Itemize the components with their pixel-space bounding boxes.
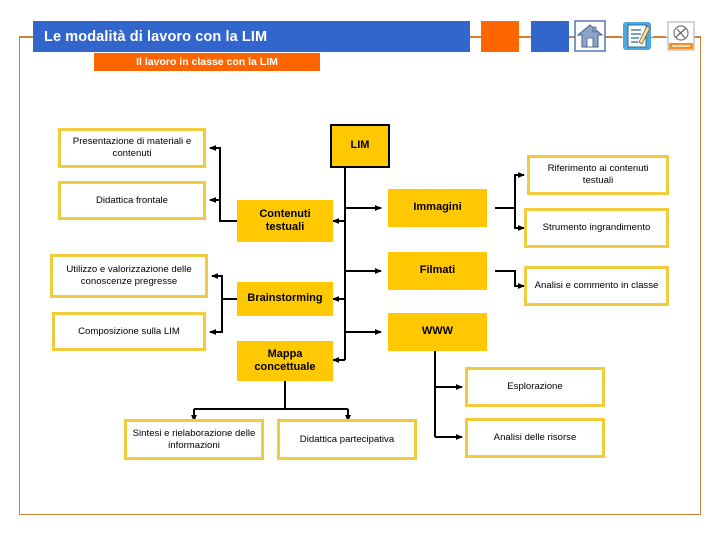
slide-title-bar: Le modalità di lavoro con la LIM [33, 21, 470, 52]
node-contenuti-testuali[interactable]: Contenuti testuali [237, 200, 333, 242]
node-didattica-partecipativa[interactable]: Didattica partecipativa [277, 419, 417, 460]
node-label: Sintesi e rielaborazione delle informazi… [132, 427, 256, 451]
node-mappa-concettuale[interactable]: Mappa concettuale [237, 341, 333, 381]
node-brainstorming[interactable]: Brainstorming [237, 282, 333, 316]
node-utilizzo-conoscenze-pregresse[interactable]: Utilizzo e valorizzazione delle conoscen… [50, 254, 208, 298]
node-label: Didattica partecipativa [299, 433, 395, 445]
node-label: Strumento ingrandimento [542, 222, 651, 234]
node-strumento-ingrandimento[interactable]: Strumento ingrandimento [524, 208, 669, 248]
slide-subtitle-bar: Il lavoro in classe con la LIM [94, 53, 320, 71]
orange-swatch [481, 21, 519, 52]
node-esplorazione[interactable]: Esplorazione [465, 367, 605, 407]
node-composizione-lim[interactable]: Composizione sulla LIM [52, 312, 206, 351]
node-lim[interactable]: LIM [330, 124, 390, 168]
header-connector-right [695, 36, 701, 37]
node-sintesi-rielaborazione[interactable]: Sintesi e rielaborazione delle informazi… [124, 419, 264, 460]
header-connector-4 [606, 36, 622, 37]
node-label: WWW [421, 325, 454, 338]
node-label: Brainstorming [247, 292, 323, 305]
node-label: Analisi delle risorse [493, 432, 577, 444]
node-label: LIM [350, 139, 370, 152]
header-connector-5 [653, 36, 666, 37]
page-subtitle: Il lavoro in classe con la LIM [136, 56, 278, 68]
node-analisi-risorse[interactable]: Analisi delle risorse [465, 418, 605, 458]
node-label: Riferimento ai contenuti testuali [547, 163, 649, 186]
document-logo-icon[interactable] [665, 20, 697, 52]
node-label: Esplorazione [507, 381, 563, 393]
node-label: Filmati [419, 264, 456, 277]
header-connector-1 [470, 36, 482, 37]
node-immagini[interactable]: Immagini [388, 189, 487, 227]
node-label: Mappa concettuale [254, 347, 316, 373]
node-label: Analisi e commento in classe [534, 280, 659, 292]
header-connector-2 [519, 36, 532, 37]
header-connector-3 [569, 36, 575, 37]
node-label: Presentazione di materiali e contenuti [72, 136, 192, 159]
blue-swatch [531, 21, 569, 52]
node-analisi-commento-classe[interactable]: Analisi e commento in classe [524, 266, 669, 306]
node-label: Composizione sulla LIM [78, 325, 180, 337]
page-title: Le modalità di lavoro con la LIM [44, 28, 268, 45]
node-label: Contenuti testuali [259, 207, 311, 233]
node-filmati[interactable]: Filmati [388, 252, 487, 290]
node-didattica-frontale[interactable]: Didattica frontale [58, 181, 206, 220]
home-icon[interactable] [574, 20, 606, 52]
notepad-pencil-icon[interactable] [621, 20, 653, 52]
node-label: Didattica frontale [96, 194, 168, 206]
node-presentazione-materiali[interactable]: Presentazione di materiali e contenuti [58, 128, 206, 168]
node-label: Immagini [413, 201, 462, 214]
node-riferimento-contenuti-testuali[interactable]: Riferimento ai contenuti testuali [527, 155, 669, 195]
header-connector-left [19, 36, 34, 37]
node-www[interactable]: WWW [388, 313, 487, 351]
node-label: Utilizzo e valorizzazione delle conoscen… [66, 264, 192, 287]
